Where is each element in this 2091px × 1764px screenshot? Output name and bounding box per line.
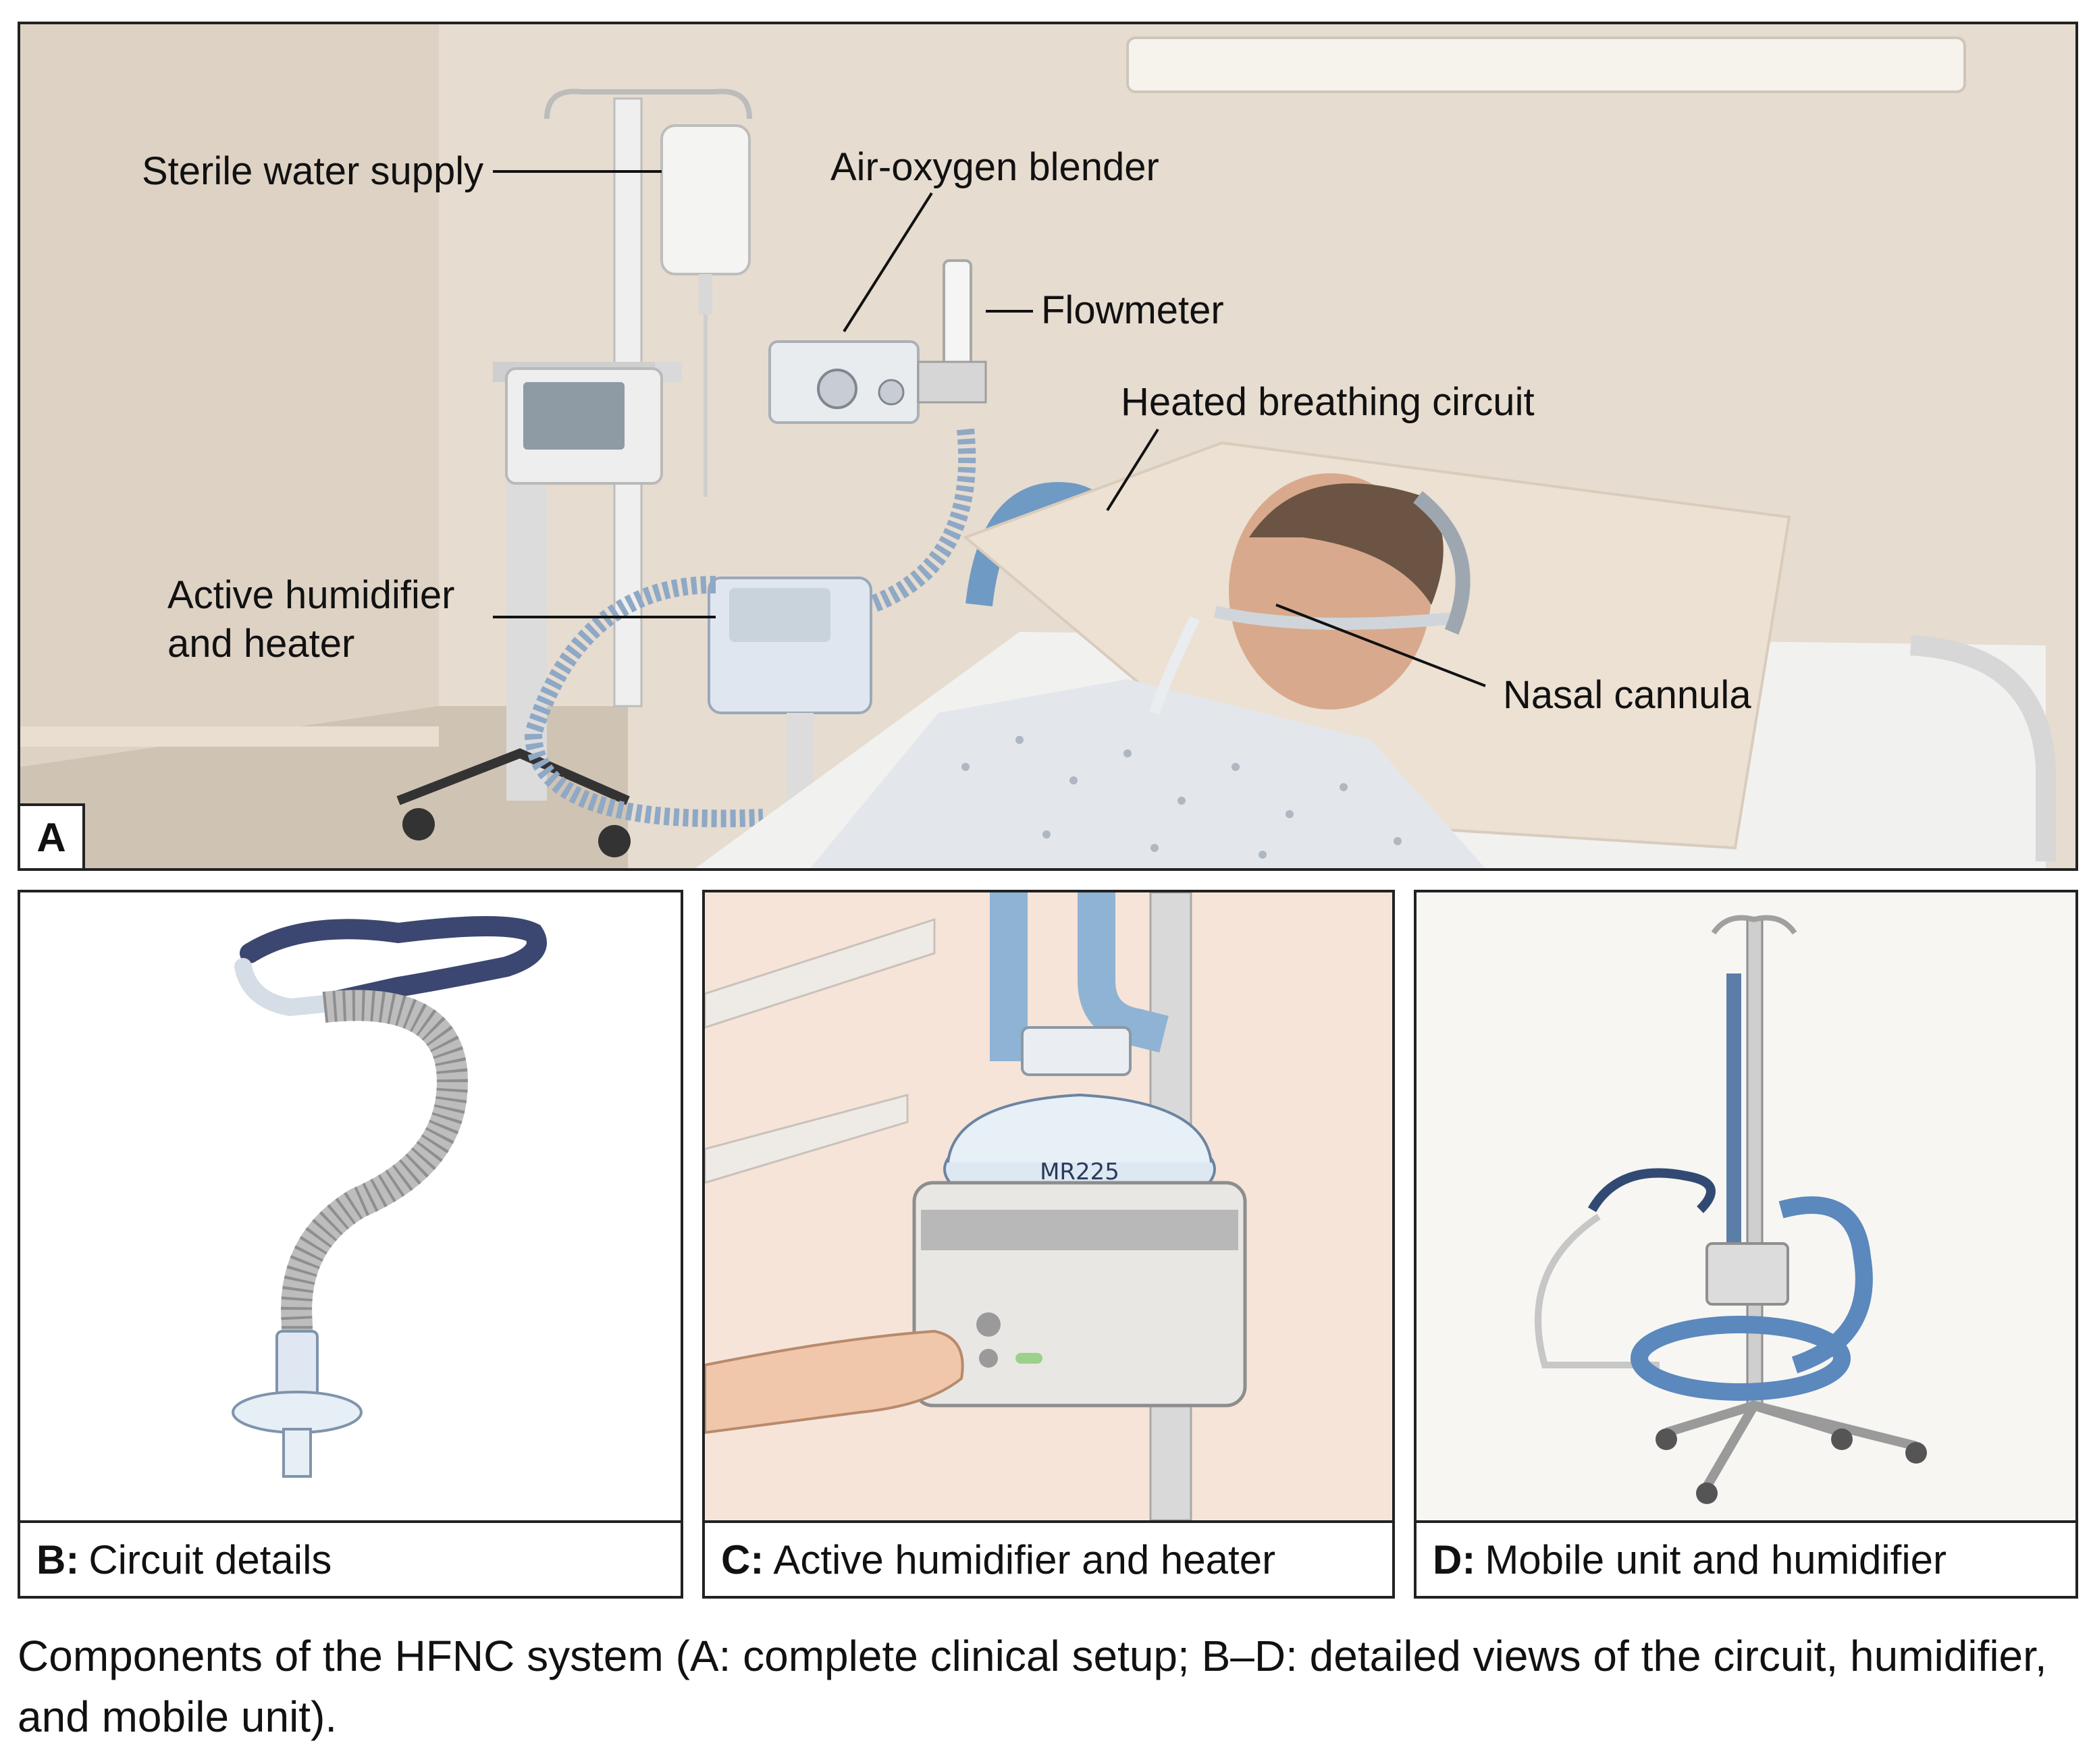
panel-c-title: Active humidifier and heater	[773, 1536, 1276, 1582]
panel-d-caption: D: Mobile unit and humidifier	[1417, 1520, 2075, 1596]
humidifier-illustration: MR225	[705, 892, 1392, 1520]
panel-d-title: Mobile unit and humidifier	[1485, 1536, 1947, 1582]
panel-b-title: Circuit details	[88, 1536, 332, 1582]
panel-d-mobile-unit: D: Mobile unit and humidifier	[1414, 890, 2078, 1599]
panel-d-letter: D:	[1433, 1536, 1476, 1582]
panel-c-humidifier-heater: MR225 C: Active humidifier and heater	[702, 890, 1395, 1599]
label-active-humidifier: Active humidifier	[167, 573, 455, 617]
mobile-unit-illustration	[1417, 892, 2075, 1520]
label-flowmeter: Flowmeter	[1041, 288, 1224, 332]
figure-caption: Components of the HFNC system (A: comple…	[18, 1632, 2047, 1741]
label-and-heater: and heater	[167, 622, 355, 666]
clinical-setup-illustration	[20, 24, 2075, 868]
panel-a-letter: A	[20, 803, 85, 868]
panel-b-circuit-details: B: Circuit details	[18, 890, 683, 1599]
panel-c-letter: C:	[721, 1536, 764, 1582]
panel-c-caption: C: Active humidifier and heater	[705, 1520, 1392, 1596]
label-heated-breathing-circuit: Heated breathing circuit	[1121, 380, 1535, 424]
label-air-oxygen-blender: Air-oxygen blender	[830, 145, 1159, 189]
label-nasal-cannula: Nasal cannula	[1503, 673, 1751, 717]
label-sterile-water-supply: Sterile water supply	[142, 149, 484, 193]
panel-b-letter: B:	[36, 1536, 80, 1582]
panel-b-caption: B: Circuit details	[20, 1520, 681, 1596]
chamber-label: MR225	[1040, 1158, 1119, 1185]
leader-lines	[493, 170, 1486, 687]
panel-a-clinical-setup: Sterile water supply Air-oxygen blender …	[18, 22, 2078, 871]
circuit-illustration	[20, 892, 681, 1520]
